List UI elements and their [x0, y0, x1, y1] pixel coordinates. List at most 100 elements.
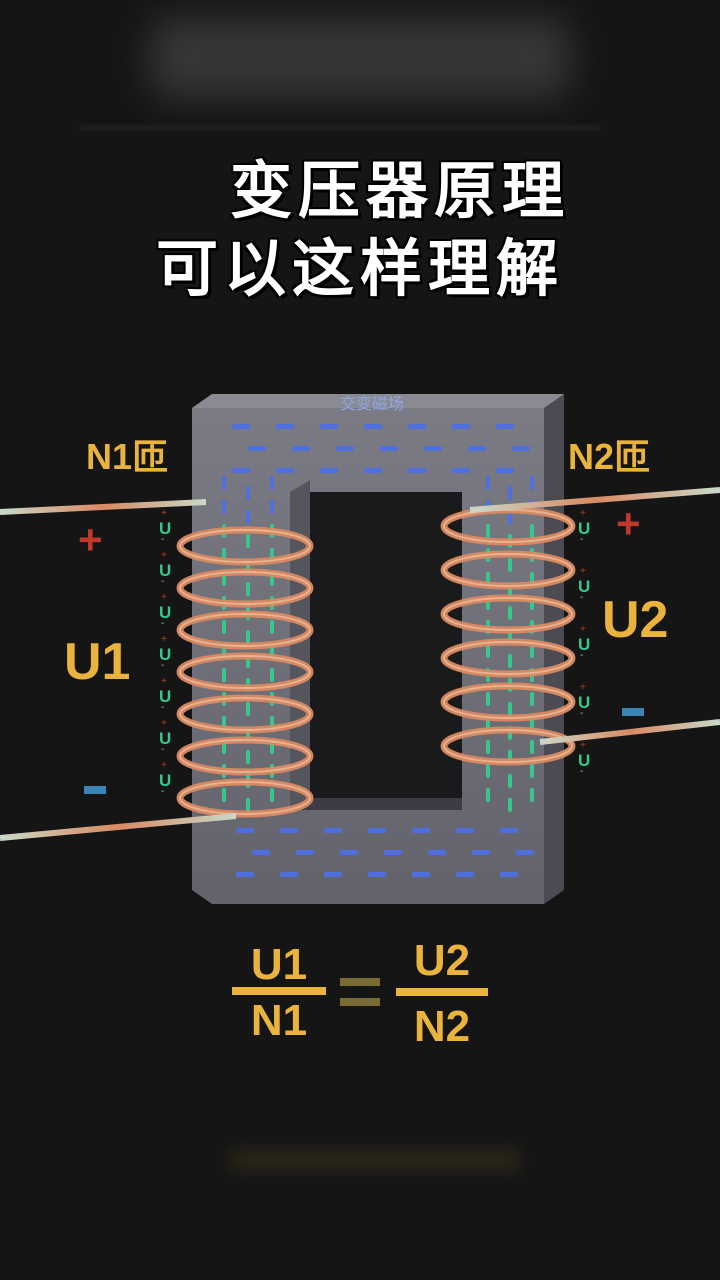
field-dash [412, 828, 430, 833]
secondary-plus-sign: + [616, 500, 641, 547]
minus-mark: - [161, 744, 164, 755]
field-dash [452, 424, 470, 429]
coil-turn-highlight [179, 571, 311, 605]
field-dash [486, 740, 490, 754]
field-dash [486, 524, 490, 538]
field-dash [248, 446, 266, 451]
field-dash [384, 850, 402, 855]
field-dash [412, 872, 430, 877]
primary-turns-label: N1匝 [86, 436, 169, 477]
minus-mark: - [161, 786, 164, 797]
field-dash [500, 828, 518, 833]
plus-mark: + [580, 740, 586, 751]
u-mark: U [578, 751, 590, 770]
coil-turn-highlight [443, 641, 573, 675]
plus-mark: + [161, 718, 167, 729]
formula-equals-sign-bottom [340, 998, 380, 1006]
field-dash [452, 468, 470, 473]
minus-mark: - [580, 766, 583, 777]
field-dash [280, 828, 298, 833]
field-dash [246, 582, 250, 596]
field-dash [222, 668, 226, 682]
field-dash [380, 446, 398, 451]
field-dash [246, 702, 250, 716]
field-dash [232, 468, 250, 473]
secondary-minus-sign [622, 708, 644, 716]
field-dash [252, 850, 270, 855]
field-dash [530, 692, 534, 706]
coil-turn-highlight [443, 509, 573, 543]
field-dash [270, 668, 274, 682]
core-window-inner-bottom [290, 798, 462, 810]
field-dash [486, 692, 490, 706]
formula-right-numerator: U2 [413, 936, 471, 985]
field-dash [408, 424, 426, 429]
field-dash [246, 798, 250, 812]
field-dash [456, 872, 474, 877]
coil-turn-highlight [443, 597, 573, 631]
core-top-depth [192, 394, 564, 408]
minus-mark: - [580, 708, 583, 719]
secondary-induced-voltage-marks: +U-+U-+U-+U-+U- [578, 508, 590, 777]
field-dash [486, 476, 490, 490]
field-dash [246, 630, 250, 644]
u-mark: U [159, 645, 171, 664]
coil-turn-highlight [443, 685, 573, 719]
field-dash [246, 534, 250, 548]
u-mark: U [159, 603, 171, 622]
field-dash [232, 424, 250, 429]
field-dash [486, 788, 490, 802]
field-dash [222, 476, 226, 490]
field-dash [530, 788, 534, 802]
u-mark: U [159, 561, 171, 580]
primary-induced-voltage-marks: +U-+U-+U-+U-+U-+U-+U- [159, 508, 171, 797]
field-dash [424, 446, 442, 451]
formula-right-fraction-bar [396, 988, 488, 996]
u-mark: U [578, 519, 590, 538]
plus-mark: + [161, 592, 167, 603]
u-mark: U [578, 693, 590, 712]
field-dash [246, 750, 250, 764]
field-dash [336, 446, 354, 451]
formula-left-numerator: U1 [250, 940, 308, 989]
secondary-voltage-label: U2 [602, 591, 669, 649]
plus-mark: + [580, 682, 586, 693]
field-dash [364, 468, 382, 473]
field-dash [530, 740, 534, 754]
field-dash [508, 774, 512, 788]
coil-turn-highlight [179, 781, 311, 815]
field-dash [292, 446, 310, 451]
minus-mark: - [580, 534, 583, 545]
primary-output-wire [0, 813, 237, 841]
field-dash [222, 620, 226, 634]
minus-mark: - [161, 660, 164, 671]
field-dash [530, 476, 534, 490]
field-dash [364, 424, 382, 429]
plus-mark: + [580, 624, 586, 635]
field-dash [408, 468, 426, 473]
field-dash [508, 702, 512, 716]
field-dash [486, 764, 490, 778]
field-dash [368, 828, 386, 833]
formula-equals-sign-top [340, 978, 380, 986]
field-dash [486, 644, 490, 658]
alternating-magnetic-field-label: 交变磁场 [340, 394, 405, 413]
formula-right-denominator: N2 [413, 1002, 471, 1051]
field-dash [222, 500, 226, 514]
field-dash [276, 424, 294, 429]
minus-mark: - [161, 702, 164, 713]
field-dash [222, 788, 226, 802]
plus-mark: + [580, 508, 586, 519]
secondary-turns-label: N2匝 [568, 436, 651, 477]
field-dash [340, 850, 358, 855]
field-dash [236, 828, 254, 833]
field-dash [472, 850, 490, 855]
header-divider [80, 126, 600, 129]
primary-input-wire [0, 499, 207, 515]
coil-turn-highlight [443, 553, 573, 587]
primary-plus-sign: + [78, 516, 103, 563]
plus-mark: + [161, 676, 167, 687]
field-dash [530, 764, 534, 778]
field-dash [508, 654, 512, 668]
coil-turn-highlight [179, 529, 311, 563]
